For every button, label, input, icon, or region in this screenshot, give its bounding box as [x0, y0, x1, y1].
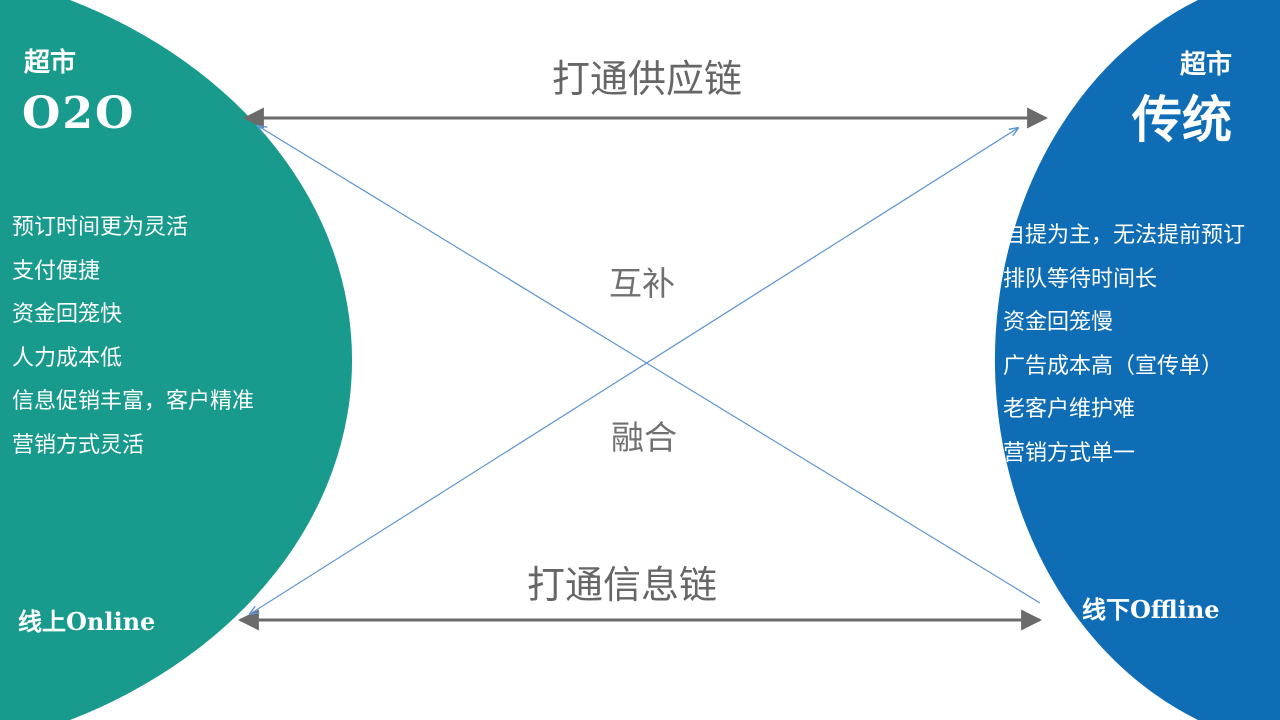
list-item: 排队等待时间长 — [1003, 266, 1158, 292]
list-item: 营销方式单一 — [1003, 440, 1136, 466]
supply-chain-label: 打通供应链 — [552, 57, 743, 101]
offline-semicircle — [994, 0, 1280, 720]
list-item: 广告成本高（宣传单） — [1003, 353, 1224, 379]
information-chain-label: 打通信息链 — [527, 563, 718, 607]
complement-label: 互补 — [609, 264, 675, 303]
online-tag: 超市 — [24, 48, 77, 78]
cross-arrow-offline-to-online — [250, 128, 1018, 614]
online-title: O2O — [22, 88, 136, 139]
list-item: 资金回笼快 — [12, 302, 123, 327]
list-item: 资金回笼慢 — [1003, 310, 1114, 335]
list-item: 支付便捷 — [12, 258, 101, 284]
online-footer: 线上Online — [18, 607, 156, 636]
offline-tag: 超市 — [1180, 50, 1233, 80]
list-item: 预订时间更为灵活 — [12, 215, 189, 240]
list-item: 人力成本低 — [12, 345, 123, 371]
offline-footer: 线下Offline — [1082, 595, 1220, 624]
offline-issues-list: 自提为主，无法提前预订 排队等待时间长 资金回笼慢 广告成本高（宣传单） 老客户… — [1003, 214, 1245, 475]
offline-title: 传统 — [1132, 90, 1232, 149]
list-item: 自提为主，无法提前预订 — [1003, 223, 1246, 248]
list-item: 营销方式灵活 — [12, 432, 145, 458]
fusion-label: 融合 — [611, 418, 677, 457]
cross-arrow-online-to-offline — [258, 126, 1041, 604]
list-item: 信息促销丰富，客户精准 — [12, 389, 255, 414]
list-item: 老客户维护难 — [1003, 397, 1136, 422]
online-advantages-list: 预订时间更为灵活 支付便捷 资金回笼快 人力成本低 信息促销丰富，客户精准 营销… — [12, 206, 254, 467]
